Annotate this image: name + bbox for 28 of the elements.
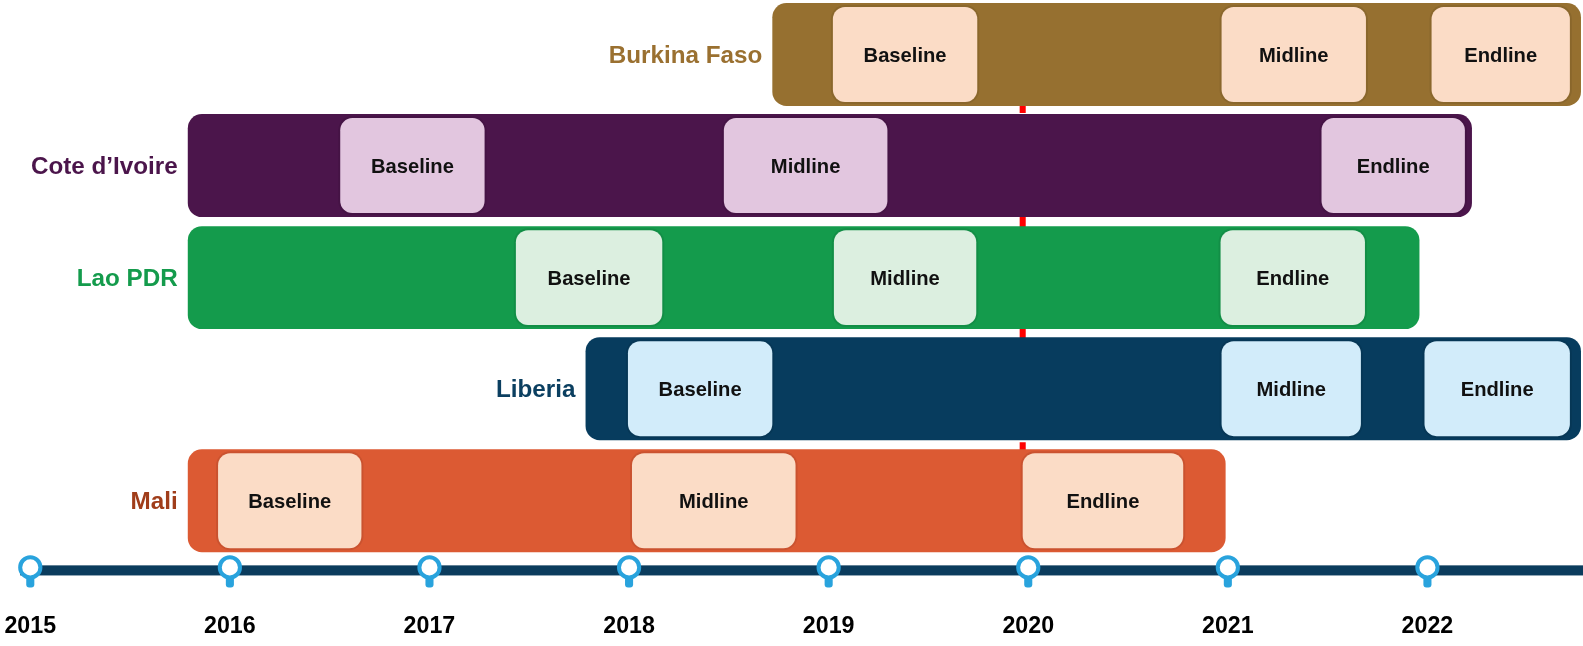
phase-box: Baseline — [627, 341, 773, 437]
year-label: 2021 — [1202, 611, 1254, 639]
country-label: Liberia — [496, 374, 576, 403]
year-label: 2020 — [1002, 611, 1055, 639]
phase-box: Endline — [1424, 341, 1570, 437]
phase-box: Midline — [1221, 341, 1361, 437]
country-label: Burkina Faso — [608, 40, 763, 69]
year-label: 2018 — [603, 611, 655, 639]
phase-box: Midline — [632, 453, 796, 549]
phase-box: Baseline — [218, 453, 362, 549]
phase-box: Endline — [1022, 453, 1184, 549]
year-label: 2019 — [802, 611, 855, 639]
phase-box: Endline — [1321, 118, 1465, 213]
phase-box: Baseline — [832, 7, 978, 102]
country-label: Cote d’Ivoire — [30, 151, 178, 180]
phase-box: Midline — [723, 118, 888, 213]
year-label: 2015 — [4, 611, 57, 639]
country-label: Mali — [130, 486, 178, 515]
phase-box: Baseline — [515, 230, 663, 326]
phase-box: Midline — [833, 230, 977, 326]
year-label: 2022 — [1401, 611, 1454, 639]
country-label: Lao PDR — [76, 263, 178, 292]
phase-box: Endline — [1220, 230, 1365, 326]
phase-box: Midline — [1221, 7, 1366, 102]
phase-box: Endline — [1431, 7, 1570, 102]
year-label: 2017 — [403, 611, 456, 639]
year-label: 2016 — [204, 611, 256, 639]
phase-box: Baseline — [340, 118, 485, 213]
